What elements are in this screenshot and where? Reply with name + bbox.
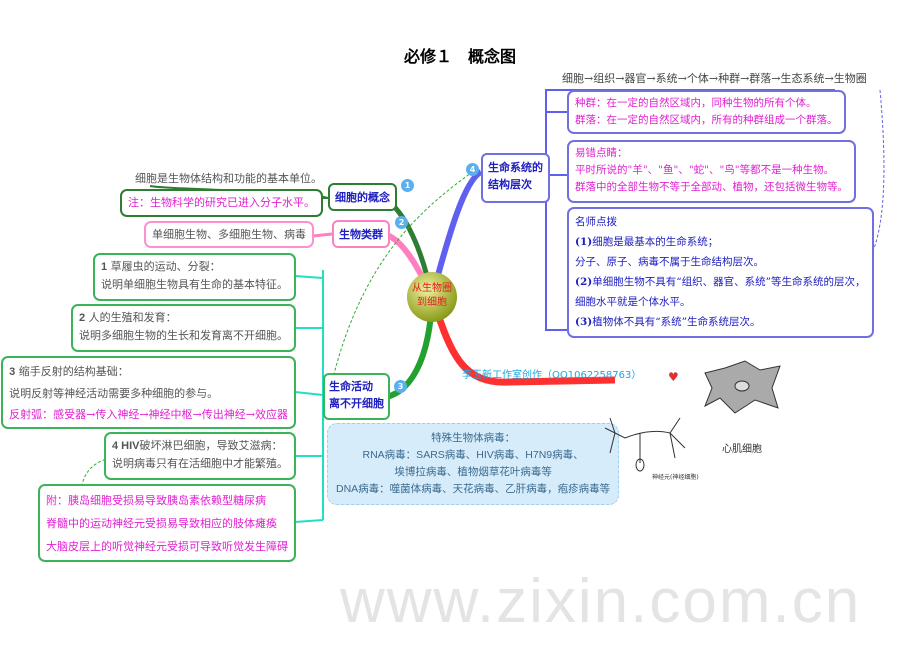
node-organism-groups[interactable]: 生物类群 bbox=[332, 220, 390, 248]
tip-line: 分子、原子、病毒不属于生命结构层次。 bbox=[575, 256, 764, 268]
tip-line: (3)植物体不具有“系统”生命系统层次。 bbox=[575, 316, 761, 328]
box-population-community: 种群：在一定的自然区域内，同种生物的所有个体。 群落：在一定的自然区域内，所有的… bbox=[567, 90, 846, 134]
mistakes-line2: 群落中的全部生物不等于全部动、植物，还包括微生物等。 bbox=[575, 181, 848, 193]
population-def: 种群：在一定的自然区域内，同种生物的所有个体。 bbox=[575, 97, 817, 109]
tips-title: 名师点拨 bbox=[575, 216, 617, 228]
watermark: www.zixin.com.cn bbox=[340, 567, 862, 636]
box-common-mistakes: 易错点睛： 平时所说的"羊"、"鱼"、"蛇"、"鸟"等都不是一种生物。 群落中的… bbox=[567, 140, 856, 203]
cell-definition: 细胞是生物体结构和功能的基本单位。 bbox=[135, 172, 322, 185]
center-node: 从生物圈 到细胞 bbox=[407, 272, 457, 322]
organism-groups-list: 单细胞生物、多细胞生物、病毒 bbox=[144, 221, 314, 248]
tip-line: 细胞水平就是个体水平。 bbox=[575, 296, 691, 308]
center-line2: 到细胞 bbox=[417, 297, 447, 308]
badge-2: 2 bbox=[395, 216, 408, 229]
node4-line1: 生命系统的 bbox=[488, 161, 543, 174]
credit-text: 李玉新工作室创作（QQ1062258763） bbox=[462, 370, 642, 381]
heart-icon: ♥ bbox=[668, 370, 679, 384]
mistakes-title: 易错点睛： bbox=[575, 147, 628, 159]
center-line1: 从生物圈 bbox=[412, 283, 452, 294]
life-item-2: 2 人的生殖和发育： 说明多细胞生物的生长和发育离不开细胞。 bbox=[71, 304, 296, 352]
community-def: 群落：在一定的自然区域内，所有的种群组成一个群落。 bbox=[575, 114, 838, 126]
node-life-system-levels[interactable]: 生命系统的 结构层次 bbox=[481, 153, 550, 203]
mistakes-line1: 平时所说的"羊"、"鱼"、"蛇"、"鸟"等都不是一种生物。 bbox=[575, 164, 835, 176]
neuron-label: 神经元(神经细胞) bbox=[652, 474, 699, 481]
life-item-4: 4 HIV破坏淋巴细胞，导致艾滋病： 说明病毒只有在活细胞中才能繁殖。 bbox=[104, 432, 296, 480]
note-molecular: 注：生物科学的研究已进入分子水平。 bbox=[120, 189, 323, 217]
tip-line: (2)单细胞生物不具有“组织、器官、系统”等生命系统的层次， bbox=[575, 276, 866, 288]
life-item-3: 3 缩手反射的结构基础： 说明反射等神经活动需要多种细胞的参与。 反射弧：感受器… bbox=[1, 356, 296, 429]
page-title: 必修１ 概念图 bbox=[403, 47, 516, 66]
badge-1: 1 bbox=[401, 179, 414, 192]
node-life-activity[interactable]: 生命活动 离不开细胞 bbox=[323, 373, 390, 420]
node-cell-concept[interactable]: 细胞的概念 bbox=[328, 183, 397, 211]
cardiac-cell-image bbox=[704, 360, 781, 414]
box-teacher-tips: 名师点拨 (1)细胞是最基本的生命系统； 分子、原子、病毒不属于生命结构层次。 … bbox=[567, 207, 874, 338]
node4-line2: 结构层次 bbox=[488, 178, 532, 191]
badge-4: 4 bbox=[466, 163, 479, 176]
appendix-box: 附：胰岛细胞受损易导致胰岛素依赖型糖尿病 脊髓中的运动神经元受损易导致相应的肢体… bbox=[38, 484, 296, 562]
virus-box: 特殊生物体病毒： RNA病毒：SARS病毒、HIV病毒、H7N9病毒、 埃博拉病… bbox=[327, 423, 620, 505]
badge-3: 3 bbox=[394, 380, 407, 393]
tip-line: (1)细胞是最基本的生命系统； bbox=[575, 236, 719, 248]
life-item-1: 1 草履虫的运动、分裂： 说明单细胞生物具有生命的基本特征。 bbox=[93, 253, 296, 301]
levels-chain: 细胞→组织→器官→系统→个体→种群→群落→生态系统→生物圈 bbox=[562, 72, 867, 85]
cardiac-label: 心肌细胞 bbox=[722, 444, 762, 455]
neuron-image bbox=[604, 417, 686, 472]
